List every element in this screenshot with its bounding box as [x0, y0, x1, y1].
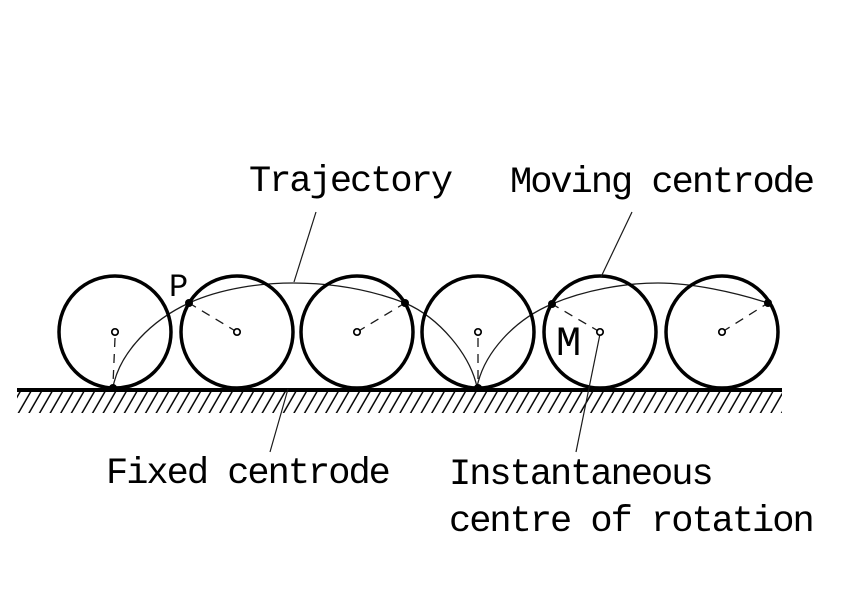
rolling-circles: [57, 274, 780, 390]
rolling-circle-2: [179, 274, 295, 390]
instantaneous-centre-label: Instantaneous centre of rotation: [449, 452, 815, 546]
radius-dash-3: [356, 302, 406, 333]
tracked-point-cusp-1: [109, 384, 117, 392]
trajectory-label: Trajectory: [249, 161, 453, 203]
tracked-point-cusp-2: [474, 384, 482, 392]
radius-dash-6: [721, 302, 769, 333]
tracked-point-radii: [112, 302, 769, 385]
fixed-centrode-label: Fixed centrode: [106, 453, 391, 495]
moving-centrode-label: Moving centrode: [510, 162, 815, 204]
ground-hatching: [17, 392, 782, 413]
circle-centre-markers: [110, 327, 727, 337]
point-m-label: M: [556, 320, 582, 368]
circle-centre-4: [473, 327, 483, 337]
instantaneous-centre-leader-line: [575, 333, 601, 453]
radius-dash-1: [112, 337, 116, 385]
fixed-centrode-leader-line: [269, 388, 289, 453]
tracked-point-6: [764, 299, 772, 307]
circle-centre-3: [352, 327, 362, 337]
leader-lines: [269, 211, 633, 453]
circle-centre-2: [232, 327, 242, 337]
circle-centre-5: [595, 327, 605, 337]
circle-centre-1: [110, 327, 120, 337]
radius-dash-2: [188, 302, 238, 333]
tracked-point-3: [401, 299, 409, 307]
tracked-point-5: [548, 300, 556, 308]
circle-centre-6: [717, 327, 727, 337]
instantaneous-centre-label-line1: Instantaneous: [449, 454, 714, 496]
rolling-circle-3: [299, 274, 415, 390]
point-p-label: P: [169, 269, 189, 306]
moving-centrode-leader-line: [600, 211, 633, 278]
rolling-circle-6: [664, 274, 780, 390]
instantaneous-centre-label-line2: centre of rotation: [449, 501, 815, 543]
tracked-point-p: [185, 299, 193, 307]
tracked-points: [109, 299, 772, 392]
trajectory-leader-line: [293, 211, 317, 283]
rolling-circle-5: [542, 274, 658, 390]
